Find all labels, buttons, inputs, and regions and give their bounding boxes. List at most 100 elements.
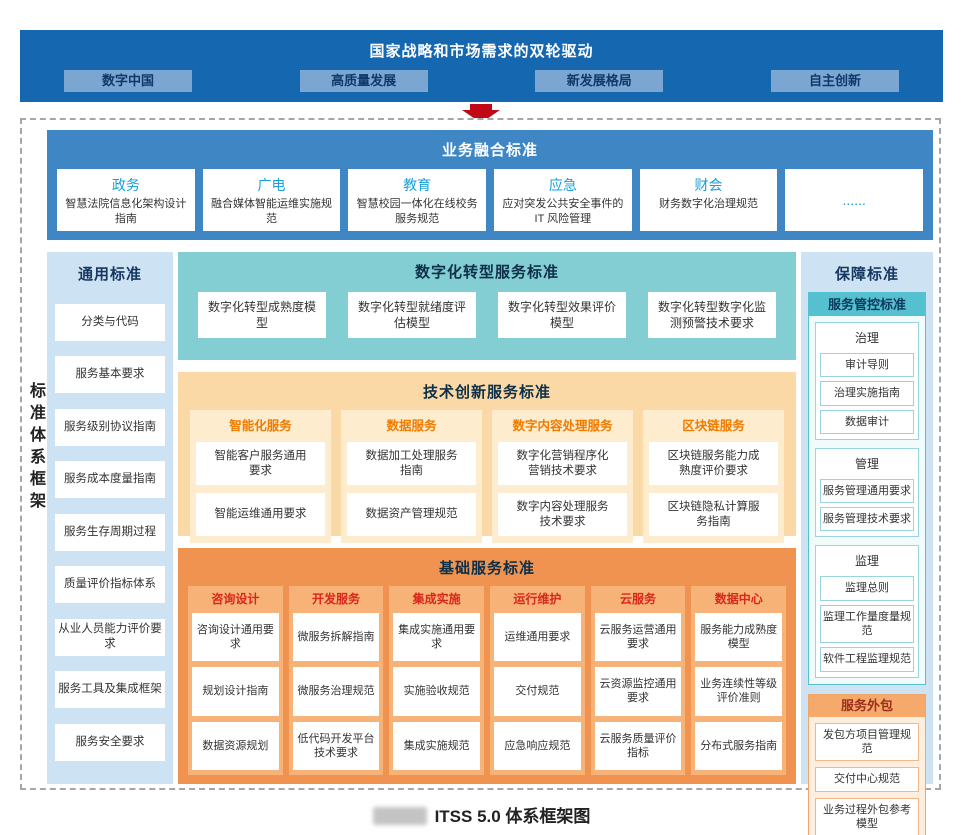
fusion-card-title: 财会 (694, 177, 723, 193)
bs-standard-item: 服务能力成熟度模型 (695, 613, 783, 662)
bs-column: 集成实施 集成实施通用要求 实施验收规范 集成实施规范 (389, 586, 485, 775)
service-control-title: 服务管控标准 (809, 293, 925, 316)
strategy-banner: 国家战略和市场需求的双轮驱动 数字中国 高质量发展 新发展格局 自主创新 (20, 30, 943, 102)
general-standard-item: 服务工具及集成框架 (55, 671, 165, 708)
outsourcing-standard-item: 业务过程外包参考模型 (815, 797, 919, 835)
bs-standard-item: 微服务治理规范 (292, 667, 380, 716)
general-standard-item: 服务级别协议指南 (55, 408, 165, 446)
fusion-card: 教育 智慧校园一体化在线校务服务规范 (348, 169, 487, 231)
control-standard-item: 服务管理技术要求 (820, 507, 914, 532)
general-standard-item: 服务安全要求 (55, 723, 165, 761)
bs-column: 咨询设计 咨询设计通用要求 规划设计指南 数据资源规划 (188, 586, 283, 775)
general-standard-item: 服务成本度量指南 (55, 461, 165, 498)
fusion-card-body: 智慧法院信息化架构设计指南 (65, 198, 187, 225)
bs-standard-item: 分布式服务指南 (695, 721, 783, 770)
framework-vertical-label: 标准体系框架 (27, 382, 44, 514)
redacted-logo (372, 807, 427, 825)
control-group-label: 监理 (854, 554, 879, 569)
control-standard-item: 服务管理通用要求 (820, 478, 914, 504)
digital-transformation-cards-row: 数字化转型成熟度模型 数字化转型就绪度评估模型 数字化转型效果评价模型 数字化转… (178, 282, 796, 338)
service-control-groups: 治理 审计导则 治理实施指南 数据审计 管理 服务管理通用要求 服务管理技术要求… (809, 316, 925, 684)
dt-standard-item: 数字化转型就绪度评估模型 (348, 292, 476, 338)
ti-column: 区块链服务 区块链服务能力成熟度评价要求 区块链隐私计算服务指南 (643, 410, 784, 543)
ti-standard-item: 智能客户服务通用要求 (196, 442, 325, 485)
service-outsourcing-list: 发包方项目管理规范 交付中心规范 业务过程外包参考模型 (809, 717, 925, 835)
outsourcing-standard-item: 交付中心规范 (815, 767, 919, 792)
control-standard-item: 软件工程监理规范 (820, 647, 914, 672)
fusion-card: 广电 融合媒体智能运维实施规范 (202, 169, 341, 231)
business-fusion-title: 业务融合标准 (441, 142, 538, 159)
banner-chip: 新发展格局 (535, 70, 664, 92)
basic-services-section: 基础服务标准 咨询设计 咨询设计通用要求 规划设计指南 数据资源规划 开发服务 … (178, 548, 796, 784)
down-arrow-stem (470, 104, 492, 110)
guarantee-standards-title: 保障标准 (834, 266, 899, 283)
fusion-card: 应急 应对突发公共安全事件的 IT 风险管理 (494, 169, 632, 231)
fusion-card-body: 应对突发公共安全事件的 IT 风险管理 (502, 198, 624, 225)
diagram-caption: ITSS 5.0 体系框架图 (0, 802, 963, 827)
bs-standard-item: 运维通用要求 (494, 613, 581, 662)
fusion-card-title: 应急 (548, 177, 577, 193)
bs-column-header: 集成实施 (412, 592, 461, 606)
banner-title: 国家战略和市场需求的双轮驱动 (369, 43, 594, 60)
bs-standard-item: 数据资源规划 (192, 721, 279, 770)
fusion-card: 财会 财务数字化治理规范 (639, 169, 778, 231)
control-standard-item: 治理实施指南 (820, 381, 914, 406)
bs-standard-item: 低代码开发平台技术要求 (292, 721, 380, 770)
general-standard-item: 从业人员能力评价要求 (55, 618, 165, 656)
bs-standard-item: 咨询设计通用要求 (192, 613, 279, 662)
control-standard-item: 监理工作量度量规范 (820, 604, 914, 644)
bs-standard-item: 集成实施通用要求 (393, 613, 481, 662)
general-standard-item: 服务生存周期过程 (55, 513, 165, 551)
ti-column: 数据服务 数据加工处理服务指南 数据资产管理规范 (341, 410, 482, 543)
fusion-card-title: ...... (842, 192, 866, 208)
banner-chip: 高质量发展 (299, 70, 428, 92)
bs-column: 云服务 云服务运营通用要求 云资源监控通用要求 云服务质量评价指标 (590, 586, 686, 775)
tech-innovation-title: 技术创新服务标准 (422, 384, 551, 401)
ti-column-header: 数据服务 (386, 419, 437, 433)
general-standard-item: 服务基本要求 (55, 356, 165, 393)
bs-column-header: 开发服务 (312, 592, 361, 606)
service-outsourcing-title: 服务外包 (809, 694, 925, 717)
fusion-card-body: 财务数字化治理规范 (659, 198, 759, 210)
banner-chip: 自主创新 (770, 70, 899, 92)
general-standard-item: 分类与代码 (55, 303, 165, 341)
control-standard-item: 监理总则 (820, 576, 914, 601)
digital-transformation-title: 数字化转型服务标准 (414, 264, 559, 281)
ti-column: 数字内容处理服务 数字化营销程序化营销技术要求 数字内容处理服务技术要求 (492, 410, 633, 543)
caption-text: ITSS 5.0 体系框架图 (434, 807, 591, 826)
bs-standard-item: 实施验收规范 (393, 667, 481, 716)
bs-column-header: 数据中心 (714, 592, 763, 606)
ti-standard-item: 数据资产管理规范 (347, 493, 476, 536)
dt-standard-item: 数字化转型数字化监测预警技术要求 (648, 292, 776, 338)
service-outsourcing-box: 服务外包 发包方项目管理规范 交付中心规范 业务过程外包参考模型 (808, 693, 926, 835)
dt-standard-item: 数字化转型成熟度模型 (198, 292, 326, 338)
dt-standard-item: 数字化转型效果评价模型 (498, 292, 626, 338)
bs-column: 开发服务 微服务拆解指南 微服务治理规范 低代码开发平台技术要求 (288, 586, 384, 775)
bs-column-header: 运行维护 (513, 592, 562, 606)
bs-standard-item: 云服务运营通用要求 (594, 613, 682, 662)
general-standard-item: 质量评价指标体系 (55, 566, 165, 603)
tech-innovation-columns: 智能化服务 智能客户服务通用要求 智能运维通用要求 数据服务 数据加工处理服务指… (178, 402, 796, 543)
banner-chip: 数字中国 (64, 70, 192, 92)
outsourcing-standard-item: 发包方项目管理规范 (815, 722, 919, 762)
control-group: 监理 监理总则 监理工作量度量规范 软件工程监理规范 (815, 545, 919, 678)
banner-buttons-row: 数字中国 高质量发展 新发展格局 自主创新 (20, 70, 943, 92)
bs-column-header: 咨询设计 (211, 592, 260, 606)
bs-standard-item: 业务连续性等级评价准则 (695, 667, 783, 716)
fusion-card-title: 教育 (403, 177, 432, 193)
ti-standard-item: 数字内容处理服务技术要求 (498, 493, 627, 536)
general-standards-title: 通用标准 (77, 266, 142, 283)
bs-standard-item: 集成实施规范 (393, 721, 481, 770)
bs-column-header: 云服务 (620, 592, 657, 606)
fusion-card-body: 融合媒体智能运维实施规范 (211, 198, 332, 225)
fusion-card: ...... (785, 169, 924, 231)
general-standards-list: 分类与代码 服务基本要求 服务级别协议指南 服务成本度量指南 服务生存周期过程 … (47, 284, 173, 784)
tech-innovation-section: 技术创新服务标准 智能化服务 智能客户服务通用要求 智能运维通用要求 数据服务 … (178, 372, 796, 543)
bs-standard-item: 云资源监控通用要求 (594, 667, 682, 716)
control-group-label: 管理 (854, 456, 879, 471)
bs-standard-item: 交付规范 (494, 667, 581, 716)
bs-column: 运行维护 运维通用要求 交付规范 应急响应规范 (490, 586, 585, 775)
fusion-card-title: 政务 (111, 177, 140, 193)
business-fusion-cards-row: 政务 智慧法院信息化架构设计指南 广电 融合媒体智能运维实施规范 教育 智慧校园… (47, 160, 933, 231)
control-standard-item: 数据审计 (820, 409, 914, 434)
